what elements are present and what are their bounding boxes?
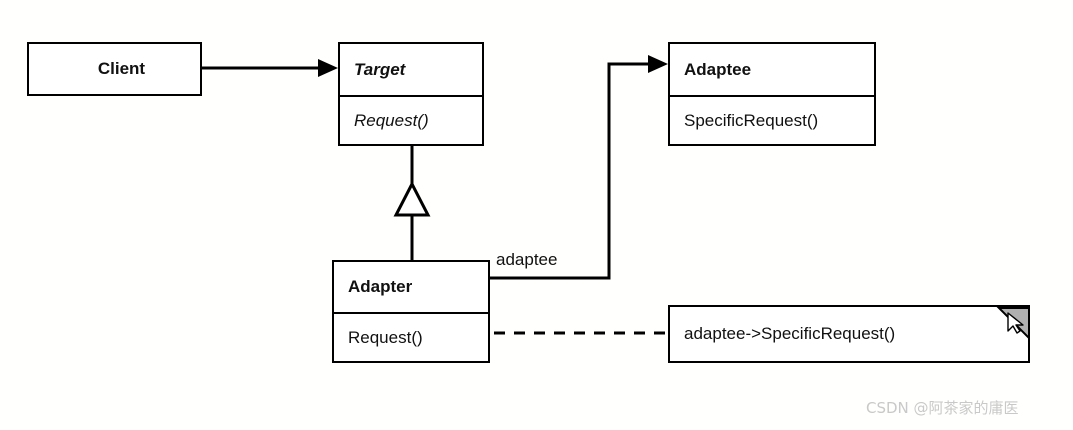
- filled-arrowhead-adaptee: [648, 55, 668, 73]
- connector-client-to-target: [202, 59, 338, 77]
- class-box-client[interactable]: Client: [27, 42, 202, 96]
- class-name-adapter: Adapter: [348, 277, 413, 296]
- class-name-adaptee: Adaptee: [684, 59, 752, 79]
- class-box-adapter[interactable]: Adapter Request(): [332, 260, 490, 363]
- hollow-triangle-generalization: [393, 180, 431, 217]
- connector-adapter-to-adaptee: [490, 55, 668, 280]
- class-box-adaptee[interactable]: Adaptee SpecificRequest(): [668, 42, 876, 146]
- class-name-client: Client: [97, 59, 146, 78]
- operation-adapter-request: Request(): [334, 312, 488, 361]
- association-role-label-adaptee: adaptee: [496, 250, 558, 269]
- class-name-target: Target: [354, 59, 406, 79]
- note-text: adaptee->SpecificRequest(): [684, 324, 896, 343]
- note-fold-corner-icon: [996, 307, 1030, 339]
- operation-target-request: Request(): [340, 95, 482, 144]
- class-box-target[interactable]: Target Request(): [338, 42, 484, 146]
- connector-request-to-note: [458, 325, 666, 341]
- connector-adapter-to-target: [393, 146, 431, 260]
- operation-adaptee-specificrequest: SpecificRequest(): [670, 95, 874, 144]
- implementation-note[interactable]: adaptee->SpecificRequest(): [668, 305, 1030, 363]
- filled-arrowhead-target: [318, 59, 338, 77]
- watermark-text: CSDN @阿茶家的庸医: [866, 399, 1019, 417]
